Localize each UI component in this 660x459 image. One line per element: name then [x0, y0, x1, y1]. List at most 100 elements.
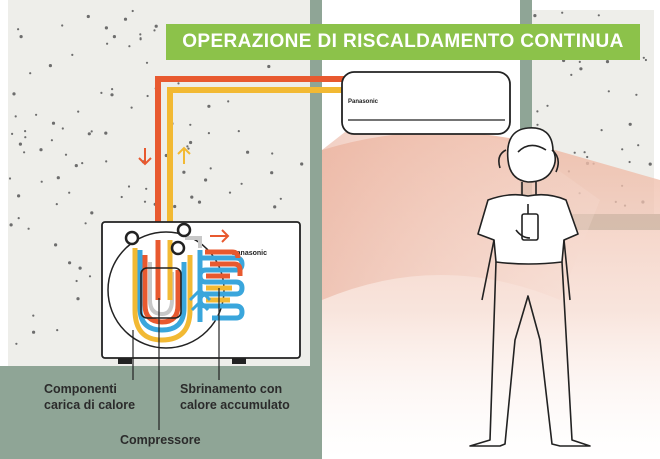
snow-dot: [177, 82, 180, 85]
snow-dot: [635, 93, 638, 96]
snow-dot: [17, 28, 20, 31]
ground: [0, 366, 316, 459]
snow-dot: [78, 266, 82, 270]
snow-dot: [23, 151, 26, 154]
snow-dot: [110, 93, 114, 97]
snow-dot: [51, 121, 56, 125]
outdoor-unit-foot-right: [232, 358, 246, 364]
snow-dot: [273, 205, 277, 209]
snow-dot: [143, 200, 147, 203]
snow-dot: [8, 177, 12, 180]
snow-dot: [61, 127, 64, 130]
snow-dot: [31, 330, 36, 334]
pipe-joint-1: [124, 230, 140, 246]
snow-dot: [578, 60, 581, 64]
snow-dot: [19, 35, 23, 39]
snow-dot: [607, 90, 610, 93]
label-heat-storage: Componenti carica di calore: [44, 381, 135, 413]
snow-dot: [127, 185, 131, 188]
snow-dot: [546, 104, 549, 107]
snow-dot: [279, 197, 282, 200]
snow-dot: [227, 100, 230, 103]
snow-dot: [100, 91, 103, 94]
snow-dot: [68, 261, 72, 265]
label-heat-storage-line2: carica di calore: [44, 398, 136, 412]
snow-dot: [18, 142, 22, 146]
pipe-joint-2: [176, 222, 192, 238]
snow-dot: [597, 14, 600, 17]
snow-dot: [120, 195, 123, 199]
snow-dot: [267, 64, 271, 69]
snow-dot: [105, 160, 108, 163]
person-with-remote: [469, 127, 591, 447]
snow-dot: [56, 176, 60, 180]
snow-dot: [209, 167, 212, 170]
indoor-unit-brand: Panasonic: [348, 99, 379, 105]
snow-dot: [71, 53, 74, 57]
snow-dot: [153, 29, 156, 32]
snow-dot: [270, 171, 274, 175]
snow-dot: [186, 145, 189, 148]
snow-dot: [173, 204, 177, 209]
snow-dot: [139, 37, 142, 40]
snow-dot: [128, 45, 131, 48]
snow-dot: [40, 180, 43, 183]
snow-dot: [15, 342, 18, 345]
yellow-loop: [132, 248, 193, 343]
snow-dot: [146, 94, 149, 98]
snow-dot: [204, 178, 208, 182]
snow-dot: [27, 227, 30, 230]
snow-dot: [637, 144, 640, 147]
snow-dot: [87, 132, 91, 136]
defrost-coil-red: [205, 249, 243, 279]
compressor: [140, 267, 182, 319]
snow-dot: [104, 26, 108, 30]
snow-dot: [17, 194, 21, 198]
down-arrow-icon: [138, 148, 152, 166]
snow-dot: [536, 110, 539, 113]
snow-dot: [54, 243, 58, 247]
indoor-unit: [341, 71, 511, 135]
snow-dot: [77, 110, 80, 113]
snow-dot: [139, 33, 142, 36]
snow-dot: [17, 217, 20, 220]
snow-dot: [14, 115, 17, 118]
snow-dot: [271, 152, 274, 155]
outdoor-unit-brand: Panasonic: [232, 250, 267, 257]
right-arrow-icon: [210, 229, 230, 243]
snow-dot: [24, 136, 27, 139]
label-defrost-line2: calore accumulato: [180, 398, 290, 412]
grey-loop: [148, 262, 174, 317]
snow-dot: [131, 9, 134, 13]
snow-dots: [8, 9, 304, 345]
snow-dot: [64, 153, 68, 156]
snow-dot: [228, 191, 232, 194]
snow-dot: [48, 64, 53, 68]
snow-dot: [207, 104, 211, 108]
blue-loop: [137, 250, 187, 333]
snow-dot: [130, 106, 133, 109]
hot-pipe-outdoor: [155, 76, 346, 240]
snow-dot: [154, 24, 158, 28]
wall-base: [310, 366, 322, 459]
grey-pipe: [185, 236, 202, 248]
snow-dot: [123, 17, 128, 21]
warm-pipe-outdoor: [167, 87, 346, 240]
snow-dot: [182, 170, 186, 174]
snow-dot: [586, 155, 589, 159]
snow-dot: [68, 191, 71, 194]
snow-dot: [11, 132, 14, 135]
snow-dot: [29, 72, 32, 75]
snow-dot: [237, 130, 240, 133]
label-heat-storage-line1: Componenti: [44, 382, 117, 396]
snow-dot: [300, 162, 304, 166]
snow-dot: [39, 148, 43, 152]
snow-dot: [583, 151, 586, 154]
snow-dot: [533, 14, 537, 18]
snow-dot: [648, 162, 652, 166]
coil-chevrons: [188, 287, 212, 312]
snow-dot: [207, 132, 210, 135]
snow-dot: [81, 162, 84, 165]
